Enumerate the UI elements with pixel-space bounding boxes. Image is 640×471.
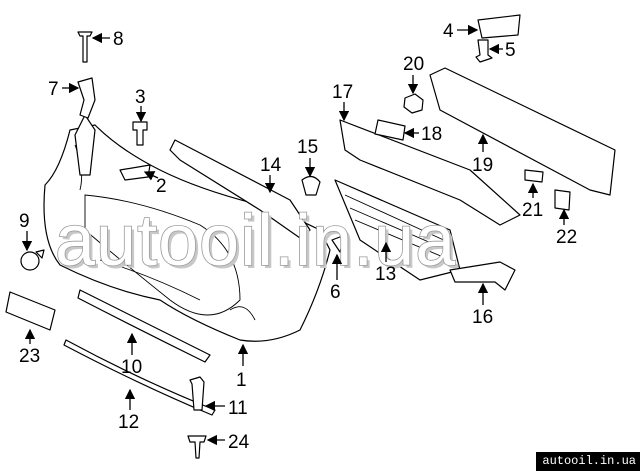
callout-9: 9 [19, 211, 30, 232]
tow-bracket [449, 261, 516, 291]
callout-14: 14 [260, 155, 282, 176]
callout-22: 22 [556, 227, 577, 248]
callout-6: 6 [330, 282, 341, 303]
bolt [132, 121, 148, 146]
lower-trim-strip [77, 289, 211, 363]
callout-7: 7 [48, 79, 59, 100]
callout-12: 12 [118, 412, 139, 433]
bracket-4 [477, 14, 521, 39]
callout-19: 19 [472, 155, 493, 176]
callout-11: 11 [228, 398, 248, 419]
callout-3: 3 [135, 87, 146, 108]
upper-absorber [169, 139, 311, 239]
bolt-5 [475, 39, 493, 63]
callout-15: 15 [297, 137, 318, 158]
callout-5: 5 [505, 40, 516, 61]
pad-21 [524, 169, 544, 183]
callout-8: 8 [113, 29, 124, 50]
callout-1: 1 [236, 370, 247, 391]
watermark: autooil.in.ua [55, 201, 456, 281]
energy-absorber [339, 119, 521, 226]
footer-watermark: autooil.in.ua [536, 452, 640, 471]
nut [403, 93, 424, 114]
callout-16: 16 [472, 307, 493, 328]
callout-4: 4 [443, 21, 454, 42]
callout-10: 10 [121, 357, 142, 378]
callout-2: 2 [156, 176, 167, 197]
impact-bar [429, 67, 616, 196]
screw-11 [189, 376, 205, 411]
callout-21: 21 [522, 200, 543, 221]
callout-17: 17 [332, 82, 353, 103]
lower-grille [334, 179, 461, 281]
push-clip [301, 175, 321, 196]
callout-20: 20 [403, 54, 424, 75]
callout-18: 18 [421, 124, 442, 145]
rivet [77, 31, 93, 63]
license-plate-bracket [5, 291, 56, 331]
callout-23: 23 [19, 346, 40, 367]
small-bracket [331, 234, 346, 253]
watermark-shadow: autooil.in.ua [58, 204, 459, 284]
screw-24 [187, 435, 207, 459]
fog-lamp-cap [20, 249, 45, 271]
lower-molding [63, 339, 216, 416]
insulator-pad [374, 119, 406, 141]
bumper-cover [43, 114, 331, 342]
side-bracket [77, 77, 96, 119]
callouts: 1 2 3 4 5 6 7 8 9 10 11 12 13 14 15 16 1… [19, 21, 577, 453]
callout-13: 13 [375, 264, 396, 285]
callout-24: 24 [228, 432, 250, 453]
pad-22 [554, 189, 571, 211]
